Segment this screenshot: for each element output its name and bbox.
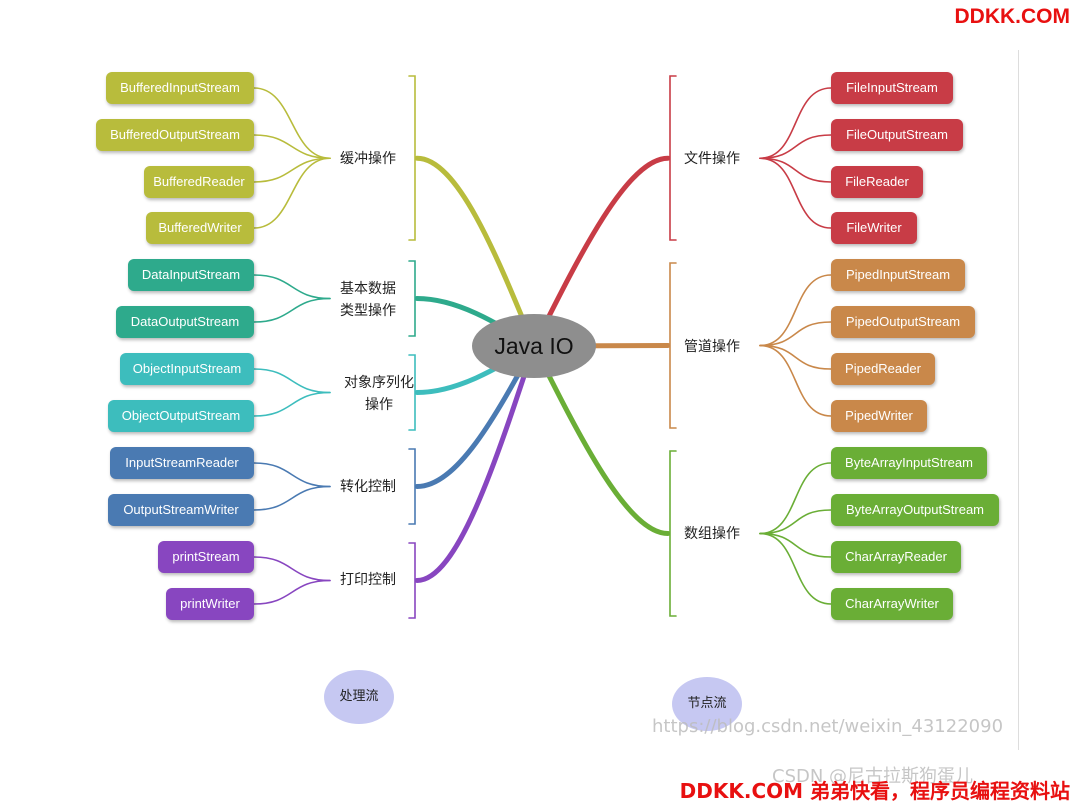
leaf-connector — [253, 579, 331, 605]
group-label[interactable]: 基本数据类型操作 — [340, 278, 396, 322]
leaf-connector — [759, 532, 832, 605]
leaf-node-objectinputstream[interactable]: ObjectInputStream — [120, 353, 254, 385]
main-branch — [531, 343, 671, 536]
group-label-line: 缓冲操作 — [340, 151, 396, 167]
leaf-node-filewriter[interactable]: FileWriter — [831, 212, 917, 244]
csdn-url-watermark: https://blog.csdn.net/weixin_43122090 — [652, 716, 1004, 737]
leaf-node-bytearrayinputstream[interactable]: ByteArrayInputStream — [831, 447, 987, 479]
leaf-connector — [253, 462, 331, 488]
leaf-node-pipedoutputstream[interactable]: PipedOutputStream — [831, 306, 975, 338]
leaf-connector — [759, 134, 832, 160]
csdn-author-watermark: CSDN @尼古拉斯狗蛋儿 — [772, 766, 974, 787]
group-label-line: 对象序列化 — [344, 375, 414, 391]
leaf-node-printwriter[interactable]: printWriter — [166, 588, 254, 620]
group-bracket — [669, 75, 677, 241]
leaf-connector — [759, 157, 832, 183]
group-label-line: 类型操作 — [340, 303, 396, 319]
leaf-node-chararraywriter[interactable]: CharArrayWriter — [831, 588, 953, 620]
leaf-connector — [253, 157, 331, 183]
leaf-node-dataoutputstream[interactable]: DataOutputStream — [116, 306, 254, 338]
group-bracket — [408, 448, 416, 525]
leaf-connector — [759, 462, 832, 535]
group-label[interactable]: 对象序列化操作 — [344, 372, 414, 416]
group-label-line: 基本数据 — [340, 281, 396, 297]
group-bracket — [669, 262, 677, 429]
leaf-node-outputstreamwriter[interactable]: OutputStreamWriter — [108, 494, 254, 526]
leaf-connector — [759, 509, 832, 535]
group-label-line: 打印控制 — [340, 572, 396, 588]
group-label-line: 文件操作 — [684, 151, 740, 167]
leaf-connector — [253, 556, 331, 582]
main-branch — [414, 343, 537, 583]
brand-banner-bottom[interactable]: DDKK.COM 弟弟快看，程序员编程资料站 — [679, 779, 1070, 803]
group-label[interactable]: 打印控制 — [340, 569, 396, 591]
group-label[interactable]: 文件操作 — [684, 148, 740, 170]
center-node-java-io[interactable]: Java IO — [472, 314, 596, 378]
leaf-node-printstream[interactable]: printStream — [158, 541, 254, 573]
group-label[interactable]: 转化控制 — [340, 476, 396, 498]
leaf-connector — [253, 157, 331, 229]
leaf-node-objectoutputstream[interactable]: ObjectOutputStream — [108, 400, 254, 432]
leaf-node-bufferedreader[interactable]: BufferedReader — [144, 166, 254, 198]
leaf-connector — [253, 134, 331, 160]
leaf-connector — [759, 344, 832, 417]
processing-stream-circle: 处理流 — [324, 670, 394, 724]
group-label[interactable]: 管道操作 — [684, 336, 740, 358]
leaf-node-pipedreader[interactable]: PipedReader — [831, 353, 935, 385]
leaf-connector — [253, 391, 331, 417]
leaf-connector — [253, 274, 331, 300]
leaf-node-bufferedwriter[interactable]: BufferedWriter — [146, 212, 254, 244]
node-stream-circle: 节点流 — [672, 677, 742, 731]
leaf-node-bufferedinputstream[interactable]: BufferedInputStream — [106, 72, 254, 104]
group-label-line: 转化控制 — [340, 479, 396, 495]
divider-line — [1018, 50, 1019, 750]
brand-logo-top[interactable]: DDKK.COM — [954, 5, 1071, 28]
leaf-connector — [253, 87, 331, 160]
leaf-connector — [759, 87, 832, 160]
leaf-node-filereader[interactable]: FileReader — [831, 166, 923, 198]
leaf-connector — [759, 532, 832, 558]
leaf-connector — [253, 297, 331, 323]
main-branch — [531, 155, 671, 349]
group-label-line: 数组操作 — [684, 526, 740, 542]
leaf-node-pipedinputstream[interactable]: PipedInputStream — [831, 259, 965, 291]
group-label[interactable]: 数组操作 — [684, 523, 740, 545]
leaf-node-fileoutputstream[interactable]: FileOutputStream — [831, 119, 963, 151]
leaf-connector — [759, 321, 832, 347]
group-bracket — [408, 260, 416, 337]
leaf-node-datainputstream[interactable]: DataInputStream — [128, 259, 254, 291]
leaf-connector — [253, 485, 331, 511]
leaf-node-bufferedoutputstream[interactable]: BufferedOutputStream — [96, 119, 254, 151]
leaf-connector — [759, 344, 832, 370]
group-label[interactable]: 缓冲操作 — [340, 148, 396, 170]
leaf-connector — [253, 368, 331, 394]
group-label-line: 操作 — [365, 397, 393, 413]
group-bracket — [669, 450, 677, 617]
leaf-node-chararrayreader[interactable]: CharArrayReader — [831, 541, 961, 573]
group-bracket — [408, 75, 416, 241]
main-branch — [414, 155, 537, 349]
leaf-connector — [759, 157, 832, 229]
leaf-connector — [759, 274, 832, 347]
leaf-node-bytearrayoutputstream[interactable]: ByteArrayOutputStream — [831, 494, 999, 526]
leaf-node-fileinputstream[interactable]: FileInputStream — [831, 72, 953, 104]
leaf-node-inputstreamreader[interactable]: InputStreamReader — [110, 447, 254, 479]
group-label-line: 管道操作 — [684, 339, 740, 355]
leaf-node-pipedwriter[interactable]: PipedWriter — [831, 400, 927, 432]
group-bracket — [408, 542, 416, 619]
